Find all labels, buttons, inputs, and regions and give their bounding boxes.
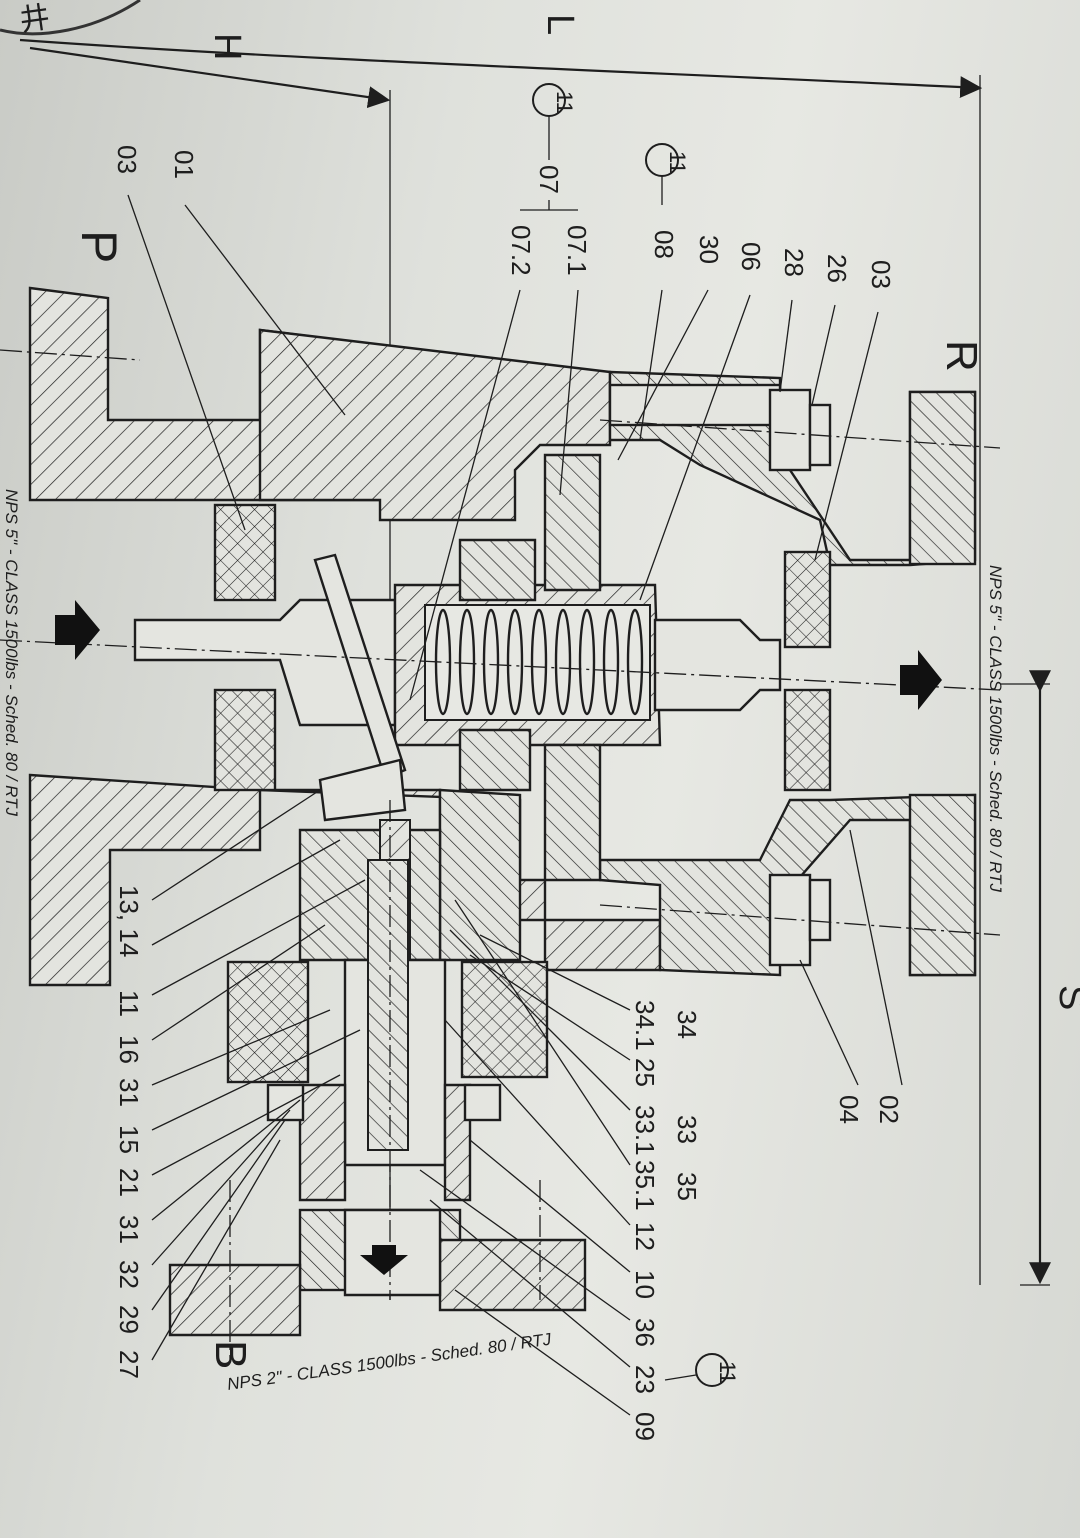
guide-bushing — [458, 453, 602, 882]
callout-27: 27 — [114, 1350, 144, 1379]
lower-right-callouts: 34 34.1 25 33 33.1 35 35.1 12 10 36 23 0… — [419, 899, 740, 1441]
callout-15: 15 — [114, 1125, 144, 1154]
outlet-note: NPS 5" - CLASS 1500lbs - Sched. 80 / RTJ — [986, 565, 1005, 892]
spring-coil — [626, 608, 644, 716]
callout-36: 36 — [630, 1318, 660, 1347]
lever-arm — [313, 553, 407, 822]
flow-arrow-inlet — [55, 600, 100, 660]
svg-text:井: 井 — [18, 1, 52, 38]
callout-34: 34 — [672, 1010, 702, 1039]
spring-coil — [554, 608, 572, 716]
callout-28: 28 — [779, 248, 809, 393]
callout-07-group: 11 07 07.1 07.2 — [409, 83, 592, 701]
callout-13-14: 13, 14 — [114, 885, 144, 957]
callout-11: 11 — [114, 990, 144, 1017]
callout-35-1: 35.1 — [630, 1160, 660, 1211]
callout-33: 33 — [672, 1115, 702, 1144]
callout-06: 06 — [639, 242, 766, 601]
svg-text:07.2: 07.2 — [506, 225, 536, 276]
spring-coil — [578, 608, 596, 716]
callout-16: 16 — [114, 1035, 144, 1064]
callout-32: 32 — [114, 1260, 144, 1289]
bottom-callouts: 13, 14 11 16 31 15 21 31 32 29 27 — [114, 789, 366, 1379]
valve-body — [258, 328, 662, 972]
port-r-label: R — [937, 340, 986, 372]
svg-text:L: L — [539, 14, 581, 35]
flow-arrow-bypass — [360, 1245, 408, 1275]
svg-text:06: 06 — [736, 242, 766, 271]
callout-34-1: 34.1 — [630, 1000, 660, 1051]
inlet-note: NPS 5" - CLASS 1500lbs - Sched. 80 / RTJ — [2, 489, 21, 816]
callout-08: 11 08 — [639, 143, 690, 441]
svg-text:07: 07 — [534, 165, 564, 194]
port-b-label: B — [206, 1340, 255, 1369]
bypass-valve — [168, 819, 587, 1337]
callout-35: 35 — [672, 1172, 702, 1201]
callout-12: 12 — [630, 1222, 660, 1251]
flow-arrow-outlet — [900, 650, 942, 710]
callout-26: 26 — [811, 254, 852, 406]
spring-coil — [506, 608, 524, 716]
svg-text:30: 30 — [694, 235, 724, 264]
spring-coil — [530, 608, 548, 716]
callout-23: 23 — [630, 1365, 660, 1394]
outlet-flange — [908, 390, 977, 977]
callout-30: 30 — [617, 235, 724, 461]
svg-text:28: 28 — [779, 248, 809, 277]
poppet-assembly — [133, 583, 782, 747]
seat-rings — [213, 503, 832, 792]
svg-text:26: 26 — [822, 254, 852, 283]
spring-coil — [458, 608, 476, 716]
balloon-11-a: 11 — [552, 91, 577, 114]
svg-text:S: S — [1051, 985, 1080, 1010]
callout-10: 10 — [630, 1270, 660, 1299]
callout-03-top: 03 — [814, 260, 896, 561]
callout-02: 02 — [849, 829, 904, 1124]
svg-text:01: 01 — [169, 150, 199, 179]
callout-31-a: 31 — [114, 1078, 144, 1107]
balloon-11-b: 11 — [665, 151, 690, 174]
svg-text:08: 08 — [649, 230, 679, 259]
spring-coil — [482, 608, 500, 716]
callout-29: 29 — [114, 1305, 144, 1334]
callout-31-b: 31 — [114, 1215, 144, 1244]
callout-03-left: 03 — [112, 145, 246, 531]
port-p-label: P — [71, 230, 127, 263]
callout-01: 01 — [169, 150, 346, 416]
callout-04: 04 — [799, 959, 864, 1124]
svg-text:04: 04 — [834, 1095, 864, 1124]
svg-text:07.1: 07.1 — [562, 225, 592, 276]
company-stamp: 井 — [0, 0, 141, 38]
callout-09: 09 — [630, 1412, 660, 1441]
svg-text:02: 02 — [874, 1095, 904, 1124]
callout-21: 21 — [114, 1168, 144, 1197]
balloon-11-c: 11 — [715, 1361, 740, 1384]
bypass-note: NPS 2" - CLASS 1500lbs - Sched. 80 / RTJ — [226, 1330, 553, 1394]
dimension-s: S — [1000, 670, 1080, 1286]
spring-coil — [602, 608, 620, 716]
svg-text:H: H — [206, 33, 248, 60]
callout-33-1: 33.1 — [630, 1105, 660, 1156]
callout-25: 25 — [630, 1058, 660, 1087]
svg-text:03: 03 — [866, 260, 896, 289]
dimension-l: L — [19, 14, 983, 1285]
svg-text:03: 03 — [112, 145, 142, 174]
